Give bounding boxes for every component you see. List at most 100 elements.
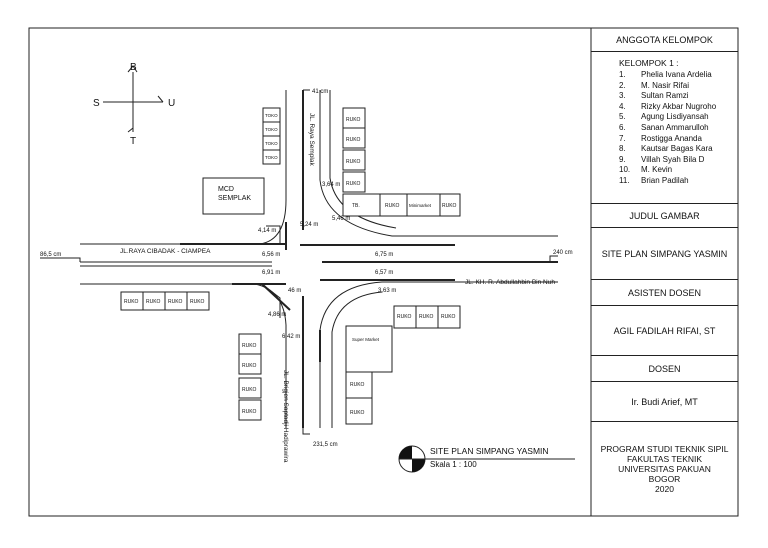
ruko-label: RUKO bbox=[124, 299, 139, 305]
member-name: Rizky Akbar Nugroho bbox=[641, 101, 717, 111]
dim-657: 6,57 m bbox=[375, 270, 393, 276]
member-item: 8.Kautsar Bagas Kara bbox=[619, 144, 738, 155]
member-item: 6.Sanan Ammarulloh bbox=[619, 123, 738, 134]
lecturer-name-cell: Ir. Budi Arief, MT bbox=[591, 382, 738, 422]
members-header-cell: ANGGOTA KELOMPOK bbox=[591, 28, 738, 52]
member-name: M. Kevin bbox=[641, 165, 673, 175]
member-name: Kautsar Bagas Kara bbox=[641, 144, 713, 154]
legend-symbol bbox=[398, 445, 575, 473]
ruko-label: RUKO bbox=[350, 382, 365, 388]
assistant-header-cell: ASISTEN DOSEN bbox=[591, 280, 738, 306]
dim-546: 5,46 m bbox=[332, 216, 350, 222]
road-curbs bbox=[80, 90, 558, 428]
legend-scale: Skala 1 : 100 bbox=[430, 460, 477, 469]
member-item: 7. Rostigga Ananda bbox=[619, 134, 738, 145]
assistant-name: AGIL FADILAH RIFAI, ST bbox=[613, 325, 716, 336]
dim-east-length: 240 cm bbox=[553, 250, 573, 256]
legend-title: SITE PLAN SIMPANG YASMIN bbox=[430, 446, 549, 456]
se-ruko-column: RUKO RUKO bbox=[345, 371, 373, 425]
toko-label: TOKO bbox=[265, 127, 278, 132]
ruko-label: RUKO bbox=[346, 117, 361, 123]
ruko-label: RUKO bbox=[397, 314, 412, 320]
mcd-label-line2: SEMPLAK bbox=[218, 195, 251, 202]
member-item: 11. Brian Padilah bbox=[619, 176, 738, 187]
ruko-label: RUKO bbox=[146, 299, 161, 305]
member-name: Phelia Ivana Ardelia bbox=[641, 70, 712, 79]
member-number: 2. bbox=[619, 80, 626, 90]
institution-cell: PROGRAM STUDI TEKNIK SIPIL FAKULTAS TEKN… bbox=[591, 422, 738, 516]
minimarket-label: Minimarket bbox=[409, 203, 432, 208]
west-road-label: JL.RAYA CIBADAK - CIAMPEA bbox=[120, 248, 211, 255]
member-item: 5.Agung Lisdiyansah bbox=[619, 112, 738, 123]
compass-north-label: B bbox=[130, 62, 137, 73]
north-compass bbox=[103, 65, 164, 133]
dim-south-length: 231,5 cm bbox=[313, 442, 338, 448]
sheet-border bbox=[28, 27, 739, 517]
ruko-label: RUKO bbox=[346, 159, 361, 165]
dim-656: 6,56 m bbox=[262, 252, 280, 258]
dim-363: 3,63 m bbox=[378, 288, 396, 294]
dimension-leaders bbox=[40, 89, 558, 435]
dim-414: 4,14 m bbox=[258, 228, 276, 234]
drawing-title-header-cell: JUDUL GAMBAR bbox=[591, 204, 738, 228]
toko-label: TOKO bbox=[265, 155, 278, 160]
members-cell: KELOMPOK 1 : 1. Phelia Ivana Ardelia 2. M. … bbox=[591, 52, 738, 204]
dim-642: 6,42 m bbox=[282, 334, 300, 340]
sw-ruko-row: RUKO RUKO RUKO RUKO bbox=[120, 291, 210, 311]
ruko-label: RUKO bbox=[385, 203, 400, 209]
institution-line: 2020 bbox=[655, 484, 674, 494]
toko-label: TOKO bbox=[265, 141, 278, 146]
assistant-header: ASISTEN DOSEN bbox=[627, 287, 701, 298]
ruko-label: RUKO bbox=[190, 299, 205, 305]
member-name: Sultan Ramzi bbox=[641, 91, 689, 101]
member-name: Rostigga Ananda bbox=[641, 133, 702, 143]
member-number: 5. bbox=[619, 112, 626, 122]
member-list: 1. Phelia Ivana Ardelia 2. M. Nasir Rifai 3.… bbox=[619, 70, 738, 187]
member-number: 3. bbox=[619, 91, 626, 101]
south-road-label: JL. Brigjen Saptadji Hadiprawira bbox=[282, 370, 289, 463]
dim-691: 6,91 m bbox=[262, 270, 280, 276]
ruko-label: RUKO bbox=[242, 343, 257, 349]
member-name: Brian Padilah bbox=[641, 175, 689, 185]
institution-line: BOGOR bbox=[648, 474, 681, 484]
member-number: 9. bbox=[619, 154, 626, 164]
member-item: 9. Villah Syah Bila D bbox=[619, 155, 738, 166]
group-label: KELOMPOK 1 : bbox=[619, 58, 679, 68]
assistant-name-cell: AGIL FADILAH RIFAI, ST bbox=[591, 306, 738, 356]
mcd-label-line1: MCD bbox=[218, 186, 234, 193]
toko-label: TOKO bbox=[265, 113, 278, 118]
dim-west-length: 86,5 cm bbox=[40, 252, 61, 258]
member-name: M. Nasir Rifai bbox=[641, 80, 690, 90]
sw-ruko-column: RUKO RUKO RUKO RUKO bbox=[238, 333, 262, 421]
north-road-label: JL. Raya Semplak bbox=[308, 113, 315, 166]
members-header: ANGGOTA KELOMPOK bbox=[616, 34, 713, 45]
ruko-label: RUKO bbox=[346, 137, 361, 143]
member-name: Villah Syah Bila D bbox=[641, 154, 705, 164]
ruko-label: RUKO bbox=[242, 363, 257, 369]
institution-line: UNIVERSITAS PAKUAN bbox=[618, 464, 711, 474]
member-item: 1. Phelia Ivana Ardelia bbox=[619, 70, 738, 81]
member-number: 1. bbox=[619, 70, 626, 79]
dim-524: 5,24 m bbox=[300, 222, 318, 228]
member-number: 11. bbox=[619, 175, 630, 185]
lecturer-name: Ir. Budi Arief, MT bbox=[631, 396, 698, 407]
east-road-label: JL. KH. R. Abdullahbin Bin Nuh bbox=[465, 279, 555, 286]
drawing-title: SITE PLAN SIMPANG YASMIN bbox=[601, 248, 728, 259]
compass-south-label: T bbox=[130, 136, 136, 147]
compass-west-label: S bbox=[93, 98, 100, 109]
ruko-label: RUKO bbox=[442, 203, 457, 209]
member-item: 4. Rizky Akbar Nugroho bbox=[619, 102, 738, 113]
member-item: 10. M. Kevin bbox=[619, 165, 738, 176]
tb-label: TB. bbox=[352, 203, 360, 209]
lecturer-header: DOSEN bbox=[648, 363, 681, 374]
se-ruko-row: RUKO RUKO RUKO bbox=[393, 305, 461, 329]
ruko-label: RUKO bbox=[441, 314, 456, 320]
ne-shop-row: TB. RUKO Minimarket RUKO bbox=[342, 193, 461, 217]
ruko-label: RUKO bbox=[242, 409, 257, 415]
dim-46: 46 m bbox=[288, 288, 301, 294]
member-number: 10. bbox=[619, 165, 631, 175]
member-number: 7. bbox=[619, 133, 626, 143]
member-number: 4. bbox=[619, 101, 626, 111]
